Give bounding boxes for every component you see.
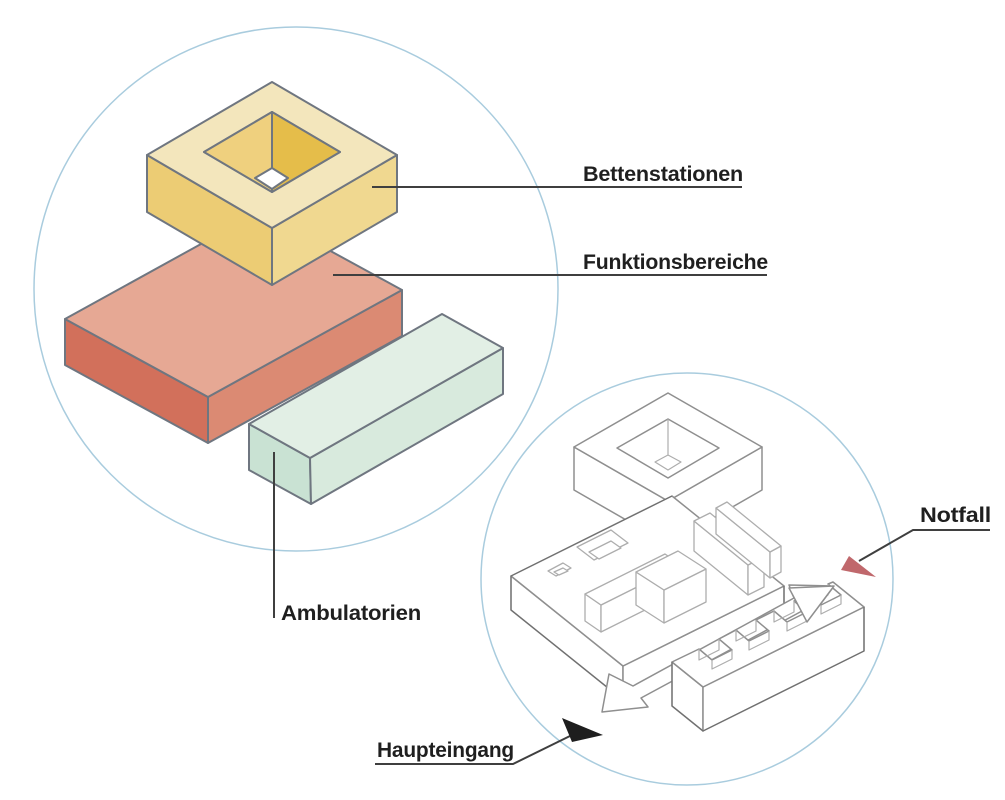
bettenstationen-label: Bettenstationen [583,163,743,186]
notfall-leader-line [858,529,990,562]
bettenstationen-block [146,81,398,286]
comb-dark-edges [671,607,865,732]
site-slab-rooms [584,501,782,633]
funktionsbereiche-label: Funktionsbereiche [583,251,768,274]
hole-2-inner [553,567,569,576]
haupteingang-label: Haupteingang [377,739,514,762]
notfall-label: Notfall [920,504,991,527]
ambulatorien-label: Ambulatorien [281,602,421,625]
room-ne-top-face [715,501,782,553]
site-donut-courtyard-lines [654,419,682,471]
ambulatorien-top-face [248,313,504,459]
concept-circle [33,26,559,552]
site-slab-courtyard-holes [547,529,629,577]
haupteingang-leader-line [375,735,571,765]
circulation-arrow-ne-head [788,585,835,623]
room-center-top-face [635,550,707,591]
ambulatorien-block [248,313,504,505]
notfall-arrow-icon [841,556,876,577]
hole-1-inner [588,540,622,560]
site-circle [480,372,894,786]
haupteingang-arrow-icon [562,718,603,742]
bettenstationen-courtyard-hole [254,167,289,190]
